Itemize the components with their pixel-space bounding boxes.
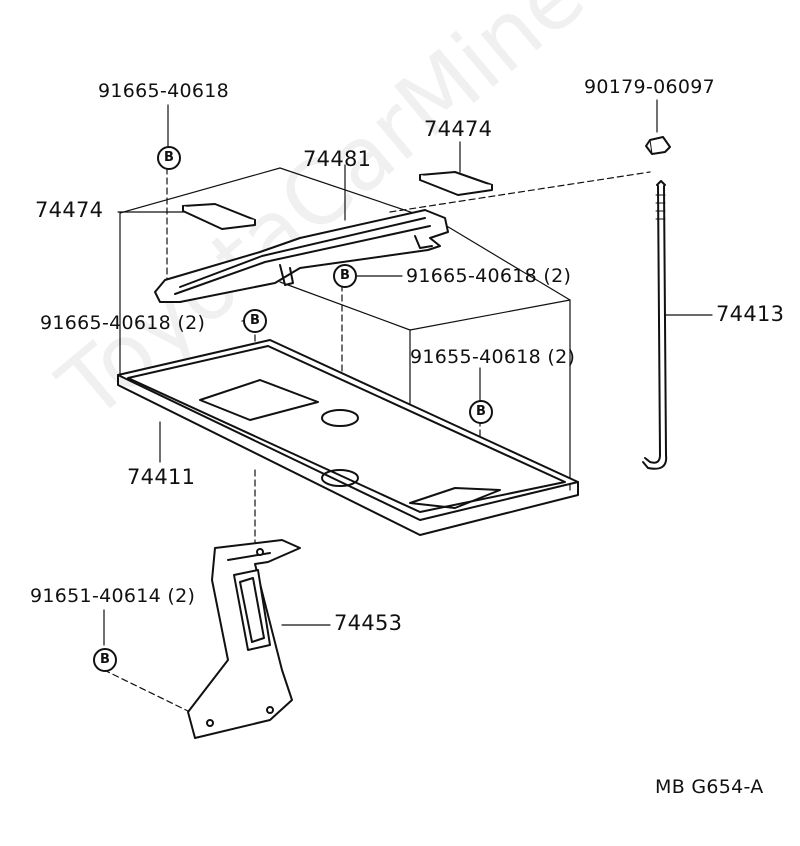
label-leaders <box>103 99 713 646</box>
label-bolt-bracket: 91651-40614 (2) <box>30 585 196 607</box>
bolt-marker-right: B <box>469 400 493 424</box>
label-tray: 74411 <box>127 465 196 489</box>
label-bolt-left: 91665-40618 (2) <box>40 312 206 334</box>
bolt-marker-clamp: B <box>333 264 357 288</box>
bolt-marker-top-left: B <box>157 146 181 170</box>
bolt-marker-bracket: B <box>93 648 117 672</box>
label-nut: 90179-06097 <box>584 76 716 98</box>
label-pad-left: 74474 <box>35 198 104 222</box>
label-bolt-clamp: 91665-40618 (2) <box>406 265 572 287</box>
label-rod: 74413 <box>716 302 785 326</box>
nut <box>645 136 671 155</box>
label-pad-top: 74474 <box>424 117 493 141</box>
hold-down-rod <box>642 180 668 470</box>
battery-tray <box>117 339 579 536</box>
pads <box>182 171 493 230</box>
label-bolt-right: 91655-40618 (2) <box>410 346 576 368</box>
support-bracket <box>187 539 301 739</box>
bolt-marker-left: B <box>243 309 267 333</box>
label-clamp: 74481 <box>303 147 372 171</box>
label-bolt-top-left: 91665-40618 <box>98 80 230 102</box>
label-bracket: 74453 <box>334 611 403 635</box>
hold-down-clamp <box>154 209 449 303</box>
diagram-code: MB G654-A <box>655 776 764 798</box>
